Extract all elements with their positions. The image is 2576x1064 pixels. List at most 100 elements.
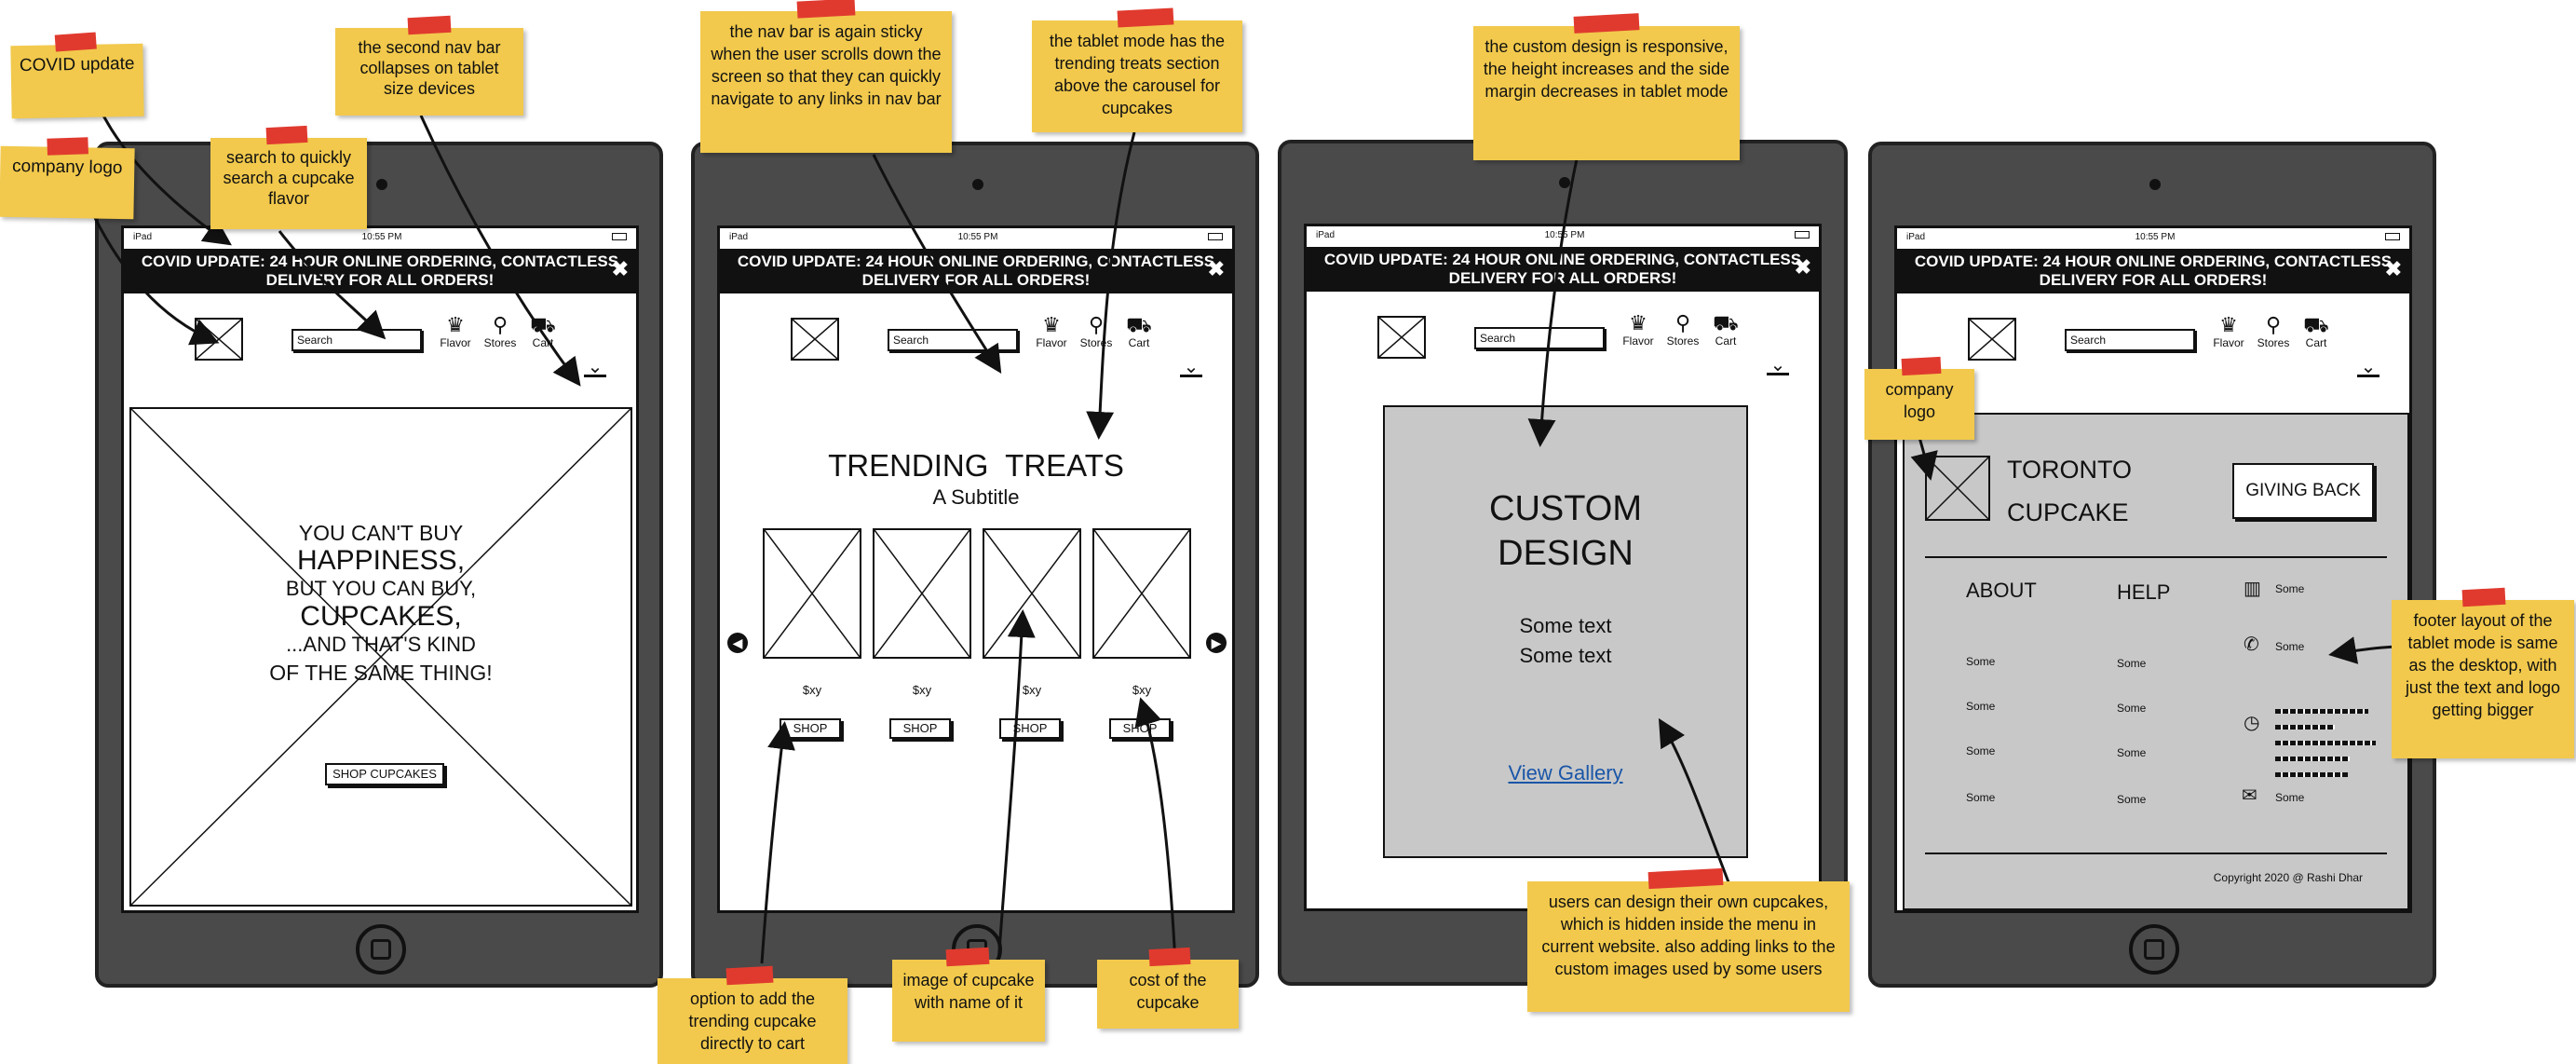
status-time: 10:55 PM	[1544, 229, 1585, 240]
carousel-next-icon[interactable]: ▶	[1206, 633, 1227, 653]
placeholder-x-icon	[874, 529, 970, 658]
close-icon[interactable]: ✖	[1207, 257, 1225, 280]
close-icon[interactable]: ✖	[611, 257, 629, 280]
map-icon: ▥	[2244, 579, 2261, 599]
nav-stores[interactable]: ⚲Stores	[1076, 314, 1117, 350]
tape	[407, 15, 452, 35]
brand-line-1: TORONTO	[2007, 456, 2133, 484]
home-button[interactable]	[2129, 924, 2179, 975]
product-image[interactable]	[763, 528, 861, 659]
status-carrier: iPad	[133, 231, 153, 242]
company-logo[interactable]	[195, 318, 243, 361]
product-price: $xy	[802, 683, 822, 697]
contact-text[interactable]: Some	[2275, 582, 2305, 595]
help-heading[interactable]: HELP	[2117, 580, 2171, 604]
chevron-down-icon[interactable]: ⌄	[1767, 353, 1789, 375]
status-bar: iPad 10:55 PM	[1307, 226, 1819, 243]
camera-dot	[2149, 179, 2161, 190]
nav-cart[interactable]: ⛟Cart	[2296, 314, 2337, 350]
search-input[interactable]: Search	[2065, 329, 2195, 351]
nav-flavor-label: Flavor	[1036, 336, 1067, 349]
shop-button[interactable]: SHOP	[999, 718, 1061, 739]
custom-text-1: Some text	[1519, 614, 1612, 637]
covid-line-2: DELIVERY FOR ALL ORDERS!	[265, 271, 495, 289]
company-logo[interactable]	[791, 318, 839, 361]
shop-cupcakes-button[interactable]: SHOP CUPCAKES	[325, 763, 444, 785]
status-bar: iPad 10:55 PM	[1897, 228, 2409, 245]
chevron-down-icon[interactable]: ⌄	[1180, 355, 1202, 377]
close-icon[interactable]: ✖	[2384, 257, 2402, 280]
shop-button[interactable]: SHOP	[780, 718, 841, 739]
status-time: 10:55 PM	[361, 231, 402, 242]
shop-button[interactable]: SHOP	[889, 718, 951, 739]
hero-image-placeholder: YOU CAN'T BUY HAPPINESS, BUT YOU CAN BUY…	[129, 407, 632, 907]
help-link[interactable]: Some	[2117, 746, 2147, 759]
tablet-frame-4: iPad 10:55 PM COVID UPDATE: 24 HOUR ONLI…	[1868, 142, 2436, 988]
chevron-down-icon[interactable]: ⌄	[584, 355, 606, 377]
chevron-down-icon[interactable]: ⌄	[2357, 355, 2379, 377]
about-link[interactable]: Some	[1966, 700, 1996, 713]
nav-cart[interactable]: ⛟Cart	[1705, 312, 1746, 348]
carousel-prev-icon[interactable]: ◀	[727, 633, 748, 653]
nav-cart-label: Cart	[1715, 334, 1737, 348]
nav-stores-label: Stores	[1666, 334, 1700, 348]
note-search: search to quickly search a cupcake flavo…	[210, 125, 367, 229]
giving-back-button[interactable]: GIVING BACK	[2232, 463, 2374, 519]
nav-flavor[interactable]: ♛Flavor	[2208, 314, 2249, 350]
hero-line-1: YOU CAN'T BUY	[298, 521, 464, 545]
nav-flavor[interactable]: ♛Flavor	[1031, 314, 1072, 350]
product-image[interactable]	[873, 528, 971, 659]
nav-stores[interactable]: ⚲Stores	[1662, 312, 1703, 348]
custom-design-title-2: DESIGN	[1498, 534, 1634, 573]
product-image[interactable]	[1092, 528, 1191, 659]
nav-flavor[interactable]: ♛Flavor	[1618, 312, 1659, 348]
shop-button[interactable]: SHOP	[1109, 718, 1171, 739]
home-button[interactable]	[356, 924, 406, 975]
placeholder-x-icon	[983, 529, 1080, 658]
footer-divider-bottom	[1925, 853, 2387, 854]
company-logo[interactable]	[1968, 318, 2016, 361]
nav-cart[interactable]: ⛟Cart	[522, 313, 563, 350]
note-company-logo-2: company logo	[1864, 356, 1974, 440]
note-search-text: search to quickly search a cupcake flavo…	[223, 148, 355, 208]
close-icon[interactable]: ✖	[1794, 255, 1811, 279]
company-logo[interactable]	[1377, 316, 1426, 359]
battery-icon	[2384, 233, 2400, 240]
cart-icon: ⛟	[530, 313, 556, 336]
placeholder-x-icon	[792, 319, 838, 360]
top-nav: Search ♛Flavor ⚲Stores ⛟Cart ⌄	[1897, 303, 2409, 377]
note-image-text: image of cupcake with name of it	[902, 971, 1035, 1012]
about-link[interactable]: Some	[1966, 744, 1996, 757]
note-nav-collapse-text: the second nav bar collapses on tablet s…	[358, 38, 501, 98]
nav-cart[interactable]: ⛟Cart	[1119, 314, 1159, 350]
product-image[interactable]	[983, 528, 1081, 659]
hero-line-5: ...AND THAT'S KIND	[286, 633, 476, 656]
contact-text[interactable]: Some	[2275, 791, 2305, 804]
nav-stores[interactable]: ⚲Stores	[2253, 313, 2294, 350]
note-tablet-mode: the tablet mode has the trending treats …	[1032, 7, 1242, 132]
search-input[interactable]: Search	[291, 329, 422, 351]
battery-icon	[611, 233, 627, 240]
phone-icon: ✆	[2244, 634, 2259, 655]
about-link[interactable]: Some	[1966, 791, 1996, 804]
contact-text[interactable]: Some	[2275, 640, 2305, 653]
search-input[interactable]: Search	[1474, 327, 1605, 349]
cake-icon: ♛	[446, 313, 465, 336]
product-card: $xy SHOP	[873, 528, 971, 752]
about-heading[interactable]: ABOUT	[1966, 579, 2037, 602]
nav-stores[interactable]: ⚲Stores	[480, 314, 521, 350]
about-link[interactable]: Some	[1966, 655, 1996, 668]
product-price: $xy	[1022, 683, 1042, 697]
help-link[interactable]: Some	[2117, 793, 2147, 806]
location-pin-icon: ⚲	[2265, 313, 2282, 336]
covid-line-2: DELIVERY FOR ALL ORDERS!	[1448, 269, 1677, 287]
nav-flavor[interactable]: ♛Flavor	[435, 313, 476, 350]
tape	[1573, 13, 1640, 34]
help-link[interactable]: Some	[2117, 702, 2147, 715]
help-link[interactable]: Some	[2117, 657, 2147, 670]
note-add-to-cart: option to add the trending cupcake direc…	[658, 965, 847, 1064]
search-input[interactable]: Search	[888, 329, 1018, 351]
product-price: $xy	[1132, 683, 1152, 697]
view-gallery-link[interactable]: View Gallery	[1508, 761, 1623, 784]
footer-logo[interactable]	[1925, 456, 1990, 521]
